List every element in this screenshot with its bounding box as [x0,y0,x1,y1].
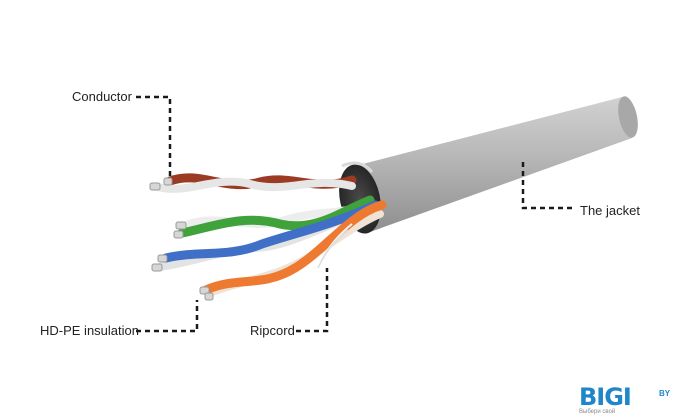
jacket-rim [341,161,374,174]
orange-wire [201,200,387,295]
leader-lines [136,95,572,333]
leader-conductor [136,95,172,176]
green-wire [177,195,375,238]
logo-text: BIGI [579,383,632,411]
blue-wire [161,200,380,263]
logo-domain: BY [659,389,671,398]
label-jacket: The jacket [580,203,640,218]
jacket-far-end [618,96,638,138]
brown-white-wire [154,177,356,193]
leader-jacket [521,162,572,210]
label-ripcord: Ripcord [250,323,295,338]
ripcord-thread-2 [317,229,349,269]
leader-ripcord [296,268,329,333]
bigi-logo: BIGI BY Выбери свой [579,383,689,417]
label-hdpe-insulation: HD-PE insulation [40,323,139,338]
conductor-tips [149,177,214,301]
label-conductor: Conductor [72,89,132,104]
cable-jacket [355,96,635,232]
leader-insulation [136,300,199,333]
logo-tagline: Выбери свой [579,409,616,415]
